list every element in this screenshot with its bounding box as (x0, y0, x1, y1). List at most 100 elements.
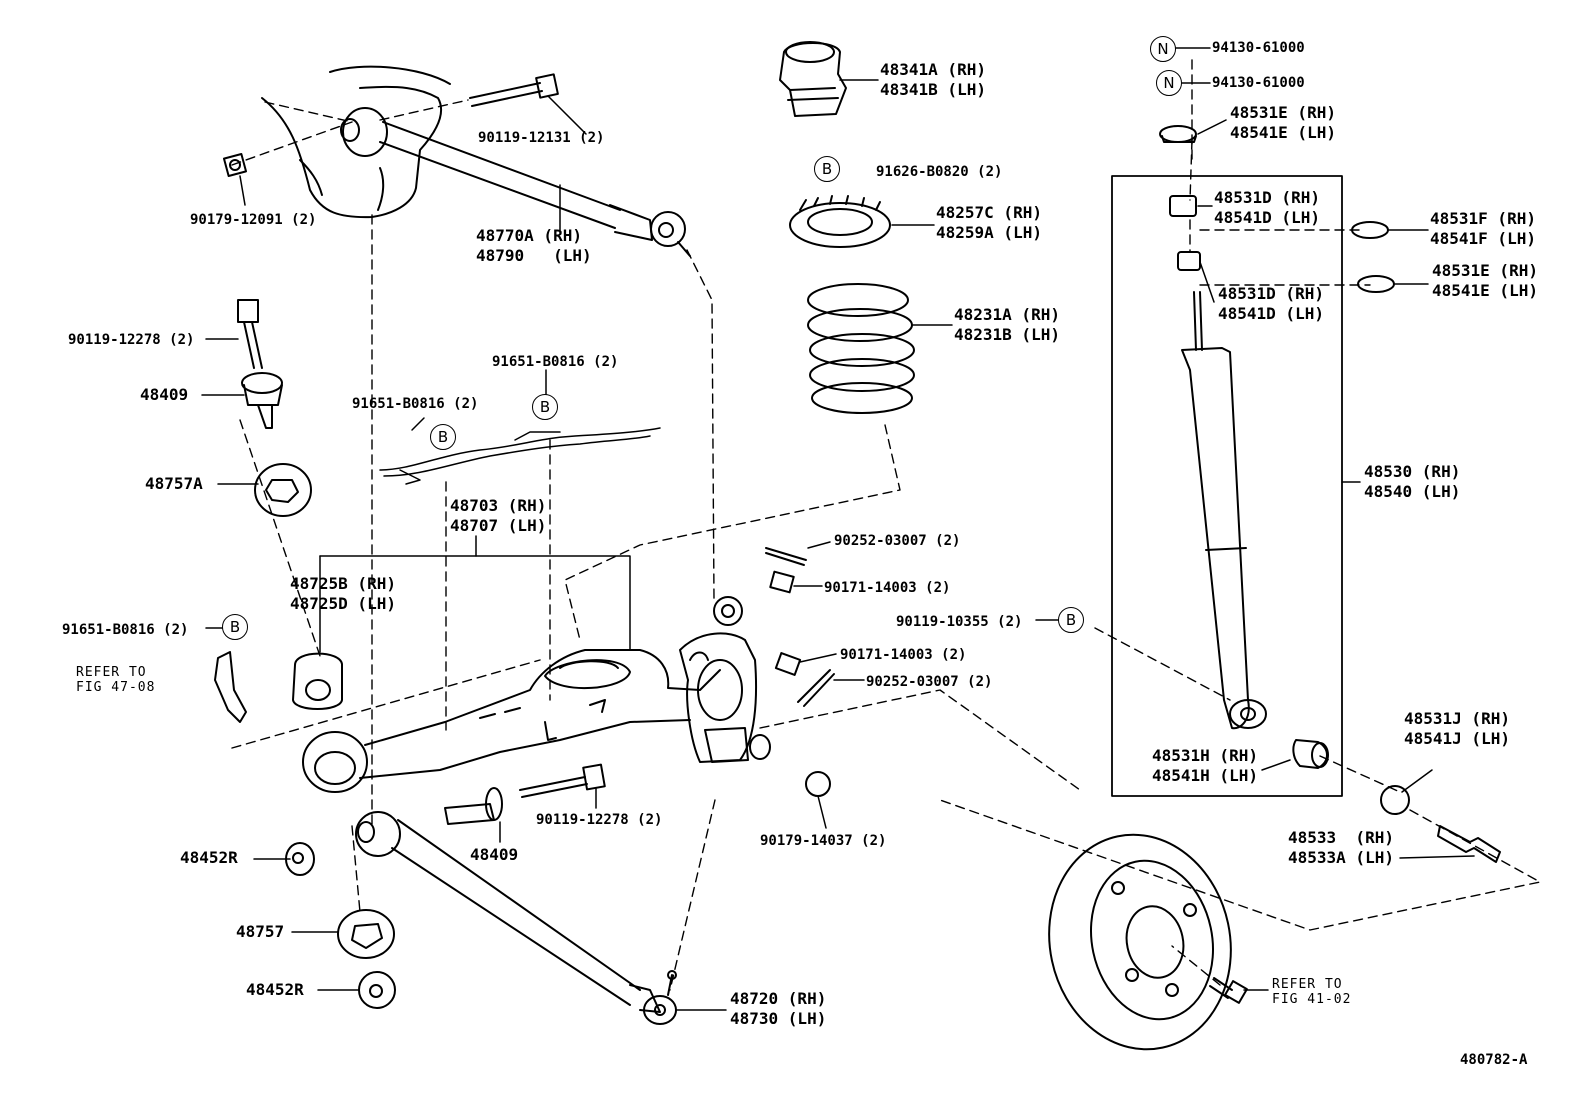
collar-48409-lower-drawing (444, 787, 503, 825)
label-90119-10355: 90119-10355 (2) (896, 614, 1023, 630)
bolt-90119-12278-upper-drawing (237, 299, 263, 369)
label-48257C-rh: 48257C (RH) (936, 203, 1042, 222)
label-48541H-lh: 48541H (LH) (1152, 766, 1258, 785)
nut-48452R-lower-drawing (358, 971, 396, 1009)
bushing-48725-drawing (292, 652, 343, 710)
label-48531D-lower-rh: 48531D (RH) (1218, 284, 1324, 303)
label-91651-B0816-mid: 91651-B0816 (2) (352, 396, 479, 412)
label-48541D-lower-lh: 48541D (LH) (1218, 304, 1324, 323)
label-48531E-rh: 48531E (RH) (1432, 261, 1538, 280)
label-48757: 48757 (236, 922, 285, 941)
label-48725D-lh: 48725D (LH) (290, 594, 396, 613)
label-90119-12278-upper: 90119-12278 (2) (68, 332, 195, 348)
label-48541E-top-lh: 48541E (LH) (1230, 123, 1336, 142)
label-48409-upper: 48409 (140, 385, 189, 404)
label-48541J-lh: 48541J (LH) (1404, 729, 1510, 748)
refer-fig-47-08-line1: REFER TO (76, 665, 147, 680)
label-48725B-rh: 48725B (RH) (290, 574, 396, 593)
label-48720-rh: 48720 (RH) (730, 989, 827, 1008)
label-94130-61000-b: 94130-61000 (1212, 75, 1305, 91)
label-90119-12278-lower: 90119-12278 (2) (536, 812, 663, 828)
bushing-48531D-upper-drawing (1169, 195, 1197, 217)
shock-assembly-box (1111, 175, 1343, 797)
cotter-pin-upper-drawing (765, 547, 807, 566)
label-48452R-upper: 48452R (180, 848, 238, 867)
badge-b-90119-10355: B (1058, 607, 1084, 633)
refer-fig-41-02-line2: FIG 41-02 (1272, 992, 1352, 1007)
label-90252-03007-upper: 90252-03007 (2) (834, 533, 961, 549)
axle-carrier-drawing (679, 596, 771, 763)
label-48531H-rh: 48531H (RH) (1152, 746, 1258, 765)
label-48533A-lh: 48533A (LH) (1288, 848, 1394, 867)
label-48452R-lower: 48452R (246, 980, 304, 999)
spring-seat-drawing (789, 195, 891, 248)
leader-lines (201, 47, 1475, 1011)
refer-fig-41-02-line1: REFER TO (1272, 977, 1343, 992)
badge-n-1: N (1150, 36, 1176, 62)
abs-wire-drawing (379, 427, 661, 485)
label-90179-12091: 90179-12091 (2) (190, 212, 317, 228)
label-91626-B0820: 91626-B0820 (2) (876, 164, 1003, 180)
upper-control-arm-drawing (340, 107, 691, 257)
brake-drum-drawing (1048, 833, 1232, 1051)
bushing-48757A-drawing (254, 463, 312, 517)
bushing-48531J-drawing (1380, 785, 1410, 815)
label-91651-B0816-top: 91651-B0816 (2) (492, 354, 619, 370)
label-48730-lh: 48730 (LH) (730, 1009, 827, 1028)
label-48541E-lh: 48541E (LH) (1432, 281, 1538, 300)
label-48541D-upper-lh: 48541D (LH) (1214, 208, 1320, 227)
label-90171-14003-upper: 90171-14003 (2) (824, 580, 951, 596)
label-48533-rh: 48533 (RH) (1288, 828, 1394, 847)
label-48531D-upper-rh: 48531D (RH) (1214, 188, 1320, 207)
label-90179-14037: 90179-14037 (2) (760, 833, 887, 849)
label-48707-lh: 48707 (LH) (450, 516, 547, 535)
bump-stop-drawing (779, 41, 847, 117)
cap-48531E-top-drawing (1159, 125, 1197, 143)
refer-fig-47-08-line2: FIG 47-08 (76, 680, 156, 695)
badge-b-91651-top: B (532, 394, 558, 420)
nut-90179-14037-drawing (805, 771, 831, 797)
trailing-arm-drawing (302, 649, 721, 793)
label-48531F-rh: 48531F (RH) (1430, 209, 1536, 228)
nut-90171-upper-drawing (769, 570, 795, 594)
collar-48409-upper-drawing (241, 372, 283, 429)
label-90171-14003-lower: 90171-14003 (2) (840, 647, 967, 663)
label-48770A-rh: 48770A (RH) (476, 226, 582, 245)
label-48757A: 48757A (145, 474, 203, 493)
label-48703-rh: 48703 (RH) (450, 496, 547, 515)
bushing-48531H-drawing (1292, 739, 1329, 769)
nut-90179-12091-drawing (222, 152, 248, 178)
label-48790-lh: 48790 (LH) (476, 246, 592, 265)
label-90252-03007-lower: 90252-03007 (2) (866, 674, 993, 690)
label-48341B-lh: 48341B (LH) (880, 80, 986, 99)
badge-b-91651-mid: B (430, 424, 456, 450)
diagram-id: 480782-A (1460, 1052, 1528, 1068)
label-48540-lh: 48540 (LH) (1364, 482, 1461, 501)
bolt-90119-12131-drawing (469, 73, 559, 107)
bolt-48533-drawing (1437, 825, 1501, 863)
label-48541F-lh: 48541F (LH) (1430, 229, 1536, 248)
body-bracket-drawing (261, 65, 451, 219)
label-48531E-top-rh: 48531E (RH) (1230, 103, 1336, 122)
label-48231A-rh: 48231A (RH) (954, 305, 1060, 324)
label-48409-lower: 48409 (470, 845, 519, 864)
bolt-90119-12278-lower-drawing (519, 763, 606, 798)
label-48531J-rh: 48531J (RH) (1404, 709, 1510, 728)
badge-b-91651-left: B (222, 614, 248, 640)
cotter-pin-lower-drawing (797, 669, 835, 707)
bracket-refer-47-08-drawing (214, 651, 247, 723)
label-48231B-lh: 48231B (LH) (954, 325, 1060, 344)
lower-control-arm-drawing (355, 811, 677, 1025)
label-91651-B0816-left: 91651-B0816 (2) (62, 622, 189, 638)
label-94130-61000-a: 94130-61000 (1212, 40, 1305, 56)
label-90119-12131: 90119-12131 (2) (478, 130, 605, 146)
coil-spring-drawing (807, 283, 915, 414)
cap-48531E-side-drawing (1357, 275, 1395, 293)
nut-90171-lower-drawing (774, 652, 802, 676)
label-48259A-lh: 48259A (LH) (936, 223, 1042, 242)
hub-bolt-drawing (1209, 977, 1248, 1004)
shock-absorber-drawing (1181, 291, 1267, 730)
badge-n-2: N (1156, 70, 1182, 96)
